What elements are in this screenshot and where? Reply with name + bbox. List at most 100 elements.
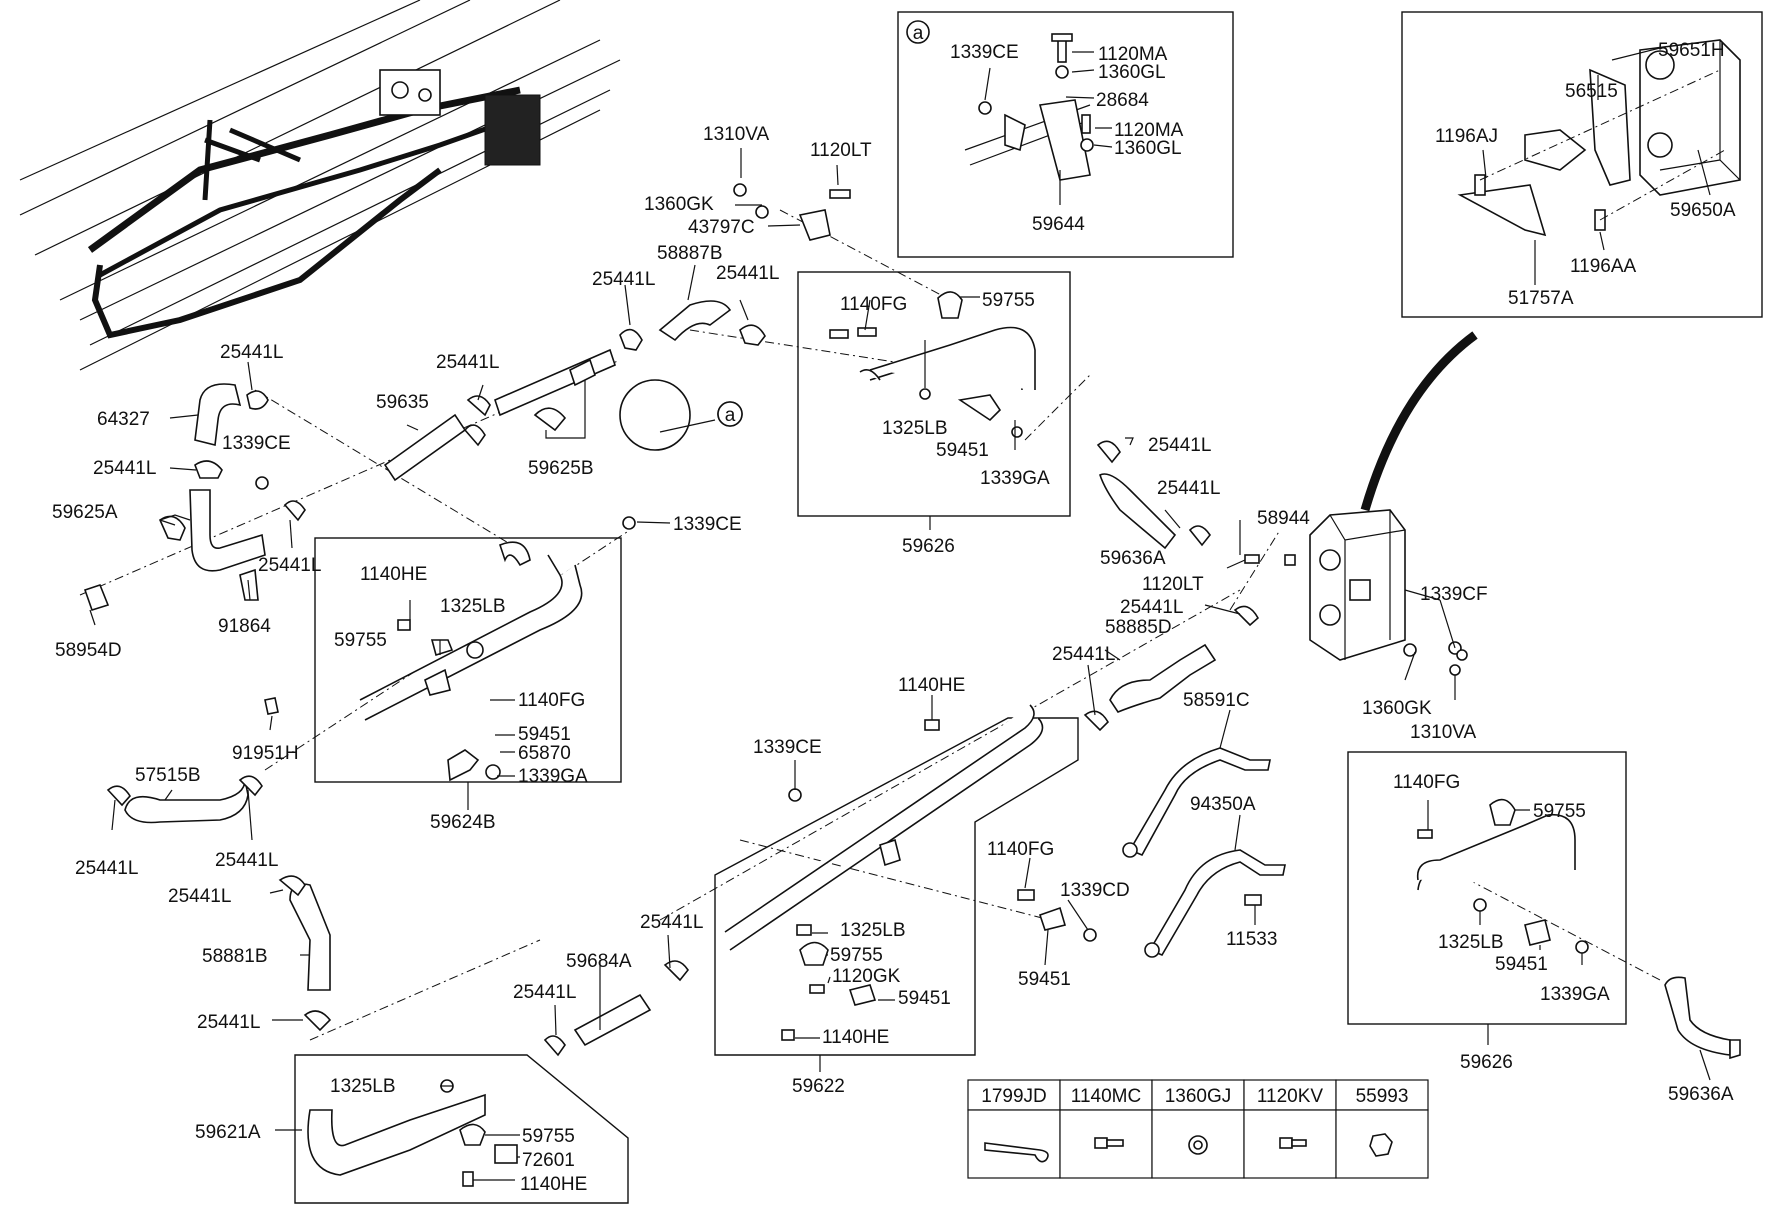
sub-assembly-59626-right: 1140FG 59755 1325LB 59451 1339GA 59626 xyxy=(1347,751,1627,1073)
part-label-25441L-e: 25441L xyxy=(258,555,321,576)
part-label-25441L-l: 25441L xyxy=(513,982,576,1003)
part-label-25441L-f: 25441L xyxy=(436,352,499,373)
part-label-1339CD: 1339CD xyxy=(1060,880,1130,901)
part-label-72601: 72601 xyxy=(522,1150,575,1171)
part-label-11533: 11533 xyxy=(1226,929,1277,950)
part-label-56515: 56515 xyxy=(1565,81,1618,102)
part-label-1120LT: 1120LT xyxy=(810,140,872,161)
part-label-25441L-n: 25441L xyxy=(1157,478,1220,499)
callout-a-marker-label: a xyxy=(725,405,736,426)
part-label-59636A-b: 59636A xyxy=(1668,1084,1734,1105)
part-label-25441L-a: 25441L xyxy=(592,269,655,290)
part-label-a-59644: 59644 xyxy=(1032,214,1085,235)
part-label-25441L-h: 25441L xyxy=(215,850,278,871)
inset-box-heater: 59651H 56515 1196AJ 59650A 1196AA 51757A xyxy=(1401,11,1763,318)
heater-unit xyxy=(1309,509,1462,700)
legend-header-cell-3 xyxy=(1151,1079,1245,1111)
part-label-1140FG: 1140FG xyxy=(840,294,907,315)
part-label-25441L-j: 25441L xyxy=(197,1012,260,1033)
part-label-1325LB-c: 1325LB xyxy=(840,920,906,941)
part-label-59625B: 59625B xyxy=(528,458,594,479)
inset-box-a: a 1339CE 1120MA 1360GL 28684 1120MA 1360… xyxy=(897,11,1234,258)
part-label-1325LB-d: 1325LB xyxy=(330,1076,396,1097)
part-label-1360GK-b: 1360GK xyxy=(1362,698,1432,719)
legend-header-1799JD: 1799JD xyxy=(981,1086,1047,1107)
part-label-59650A: 59650A xyxy=(1670,200,1736,221)
part-label-25441L-c: 25441L xyxy=(220,342,283,363)
part-label-57515B: 57515B xyxy=(135,765,201,786)
part-label-65870: 65870 xyxy=(518,743,571,764)
part-label-1310VA-b: 1310VA xyxy=(1410,722,1477,743)
part-label-59636A: 59636A xyxy=(1100,548,1166,569)
part-label-1140FG-b: 1140FG xyxy=(518,690,585,711)
part-label-59451-b: 59451 xyxy=(518,724,571,745)
part-label-43797C: 43797C xyxy=(688,217,755,238)
part-label-25441L-m: 25441L xyxy=(1148,435,1211,456)
part-label-a-1120MA-2: 1120MA xyxy=(1114,120,1184,141)
part-label-1339CE: 1339CE xyxy=(222,433,291,454)
bolt-icon xyxy=(1094,1137,1124,1149)
part-label-1339GA-b: 1339GA xyxy=(518,766,588,787)
callout-a-marker xyxy=(717,401,743,427)
detail-pointer-arrow xyxy=(1360,331,1478,512)
sub-assembly-59621A: 1325LB 59755 72601 1140HE 59621A xyxy=(195,1054,629,1204)
part-label-59755-c: 59755 xyxy=(830,945,883,966)
part-label-91864: 91864 xyxy=(218,616,271,637)
part-label-59451: 59451 xyxy=(936,440,989,461)
part-label-a-1360GL-2: 1360GL xyxy=(1114,138,1182,159)
legend-header-1120KV: 1120KV xyxy=(1257,1086,1324,1107)
part-label-a-1120MA: 1120MA xyxy=(1098,44,1168,65)
part-label-58885D: 58885D xyxy=(1105,617,1172,638)
part-label-51757A: 51757A xyxy=(1508,288,1574,309)
leader-lines xyxy=(89,148,1711,1081)
part-label-59755: 59755 xyxy=(982,290,1035,311)
part-label-1339GA-c: 1339GA xyxy=(1540,984,1610,1005)
legend-header-cell-2 xyxy=(1059,1079,1153,1111)
part-label-59621A: 59621A xyxy=(195,1122,261,1143)
part-label-1325LB-b: 1325LB xyxy=(440,596,506,617)
sub-assembly-59622: 1325LB 59755 1120GK 59451 1140HE 59622 xyxy=(714,704,1079,1097)
part-label-1310VA: 1310VA xyxy=(703,124,770,145)
part-label-1140HE-d: 1140HE xyxy=(822,1027,889,1048)
part-label-59755-b: 59755 xyxy=(334,630,387,651)
part-label-59626-b: 59626 xyxy=(1460,1052,1513,1073)
part-label-59755-e: 59755 xyxy=(1533,801,1586,822)
part-label-a-1360GL: 1360GL xyxy=(1098,62,1166,83)
part-label-1339CE-c: 1339CE xyxy=(753,737,822,758)
part-label-1360GK: 1360GK xyxy=(644,194,714,215)
part-label-59684A: 59684A xyxy=(566,951,632,972)
legend-header-cell-5 xyxy=(1335,1079,1429,1111)
cable-tie-icon xyxy=(984,1142,1049,1163)
part-label-58591C: 58591C xyxy=(1183,690,1250,711)
part-label-25441L-p: 25441L xyxy=(1052,644,1115,665)
part-label-1339GA: 1339GA xyxy=(980,468,1050,489)
part-label-1196AA: 1196AA xyxy=(1570,256,1637,277)
plug-icon xyxy=(1369,1133,1393,1157)
part-label-59624B: 59624B xyxy=(430,812,496,833)
part-label-1339CE-b: 1339CE xyxy=(673,514,742,535)
part-label-94350A: 94350A xyxy=(1190,794,1256,815)
part-label-58887B: 58887B xyxy=(657,243,723,264)
callout-a-circle xyxy=(906,20,930,44)
part-label-1140FG-c: 1140FG xyxy=(987,839,1054,860)
loose-parts xyxy=(83,183,1741,1060)
sub-assembly-59624B: 1140HE 1325LB 59755 1140FG 59451 65870 1… xyxy=(314,537,622,833)
flange-bolt-icon xyxy=(1279,1137,1307,1149)
part-label-59451-c: 59451 xyxy=(898,988,951,1009)
part-label-25441L-i: 25441L xyxy=(168,886,231,907)
part-label-a-28684: 28684 xyxy=(1096,90,1149,111)
part-label-1325LB-e: 1325LB xyxy=(1438,932,1504,953)
part-label-59451-d: 59451 xyxy=(1018,969,1071,990)
callout-a-label: a xyxy=(913,23,924,44)
part-label-1140HE-b: 1140HE xyxy=(520,1174,587,1195)
part-label-1196AJ: 1196AJ xyxy=(1435,126,1498,147)
part-label-59755-d: 59755 xyxy=(522,1126,575,1147)
part-label-58954D: 58954D xyxy=(55,640,122,661)
part-labels: 1310VA 1120LT 1360GK 43797C 58887B 25441… xyxy=(52,124,1734,1105)
part-label-59451-e: 59451 xyxy=(1495,954,1548,975)
vehicle-frame-illustration xyxy=(19,0,621,371)
part-label-1120LT-b: 1120LT xyxy=(1142,574,1204,595)
part-label-59626: 59626 xyxy=(902,536,955,557)
part-label-59651H: 59651H xyxy=(1658,40,1725,61)
